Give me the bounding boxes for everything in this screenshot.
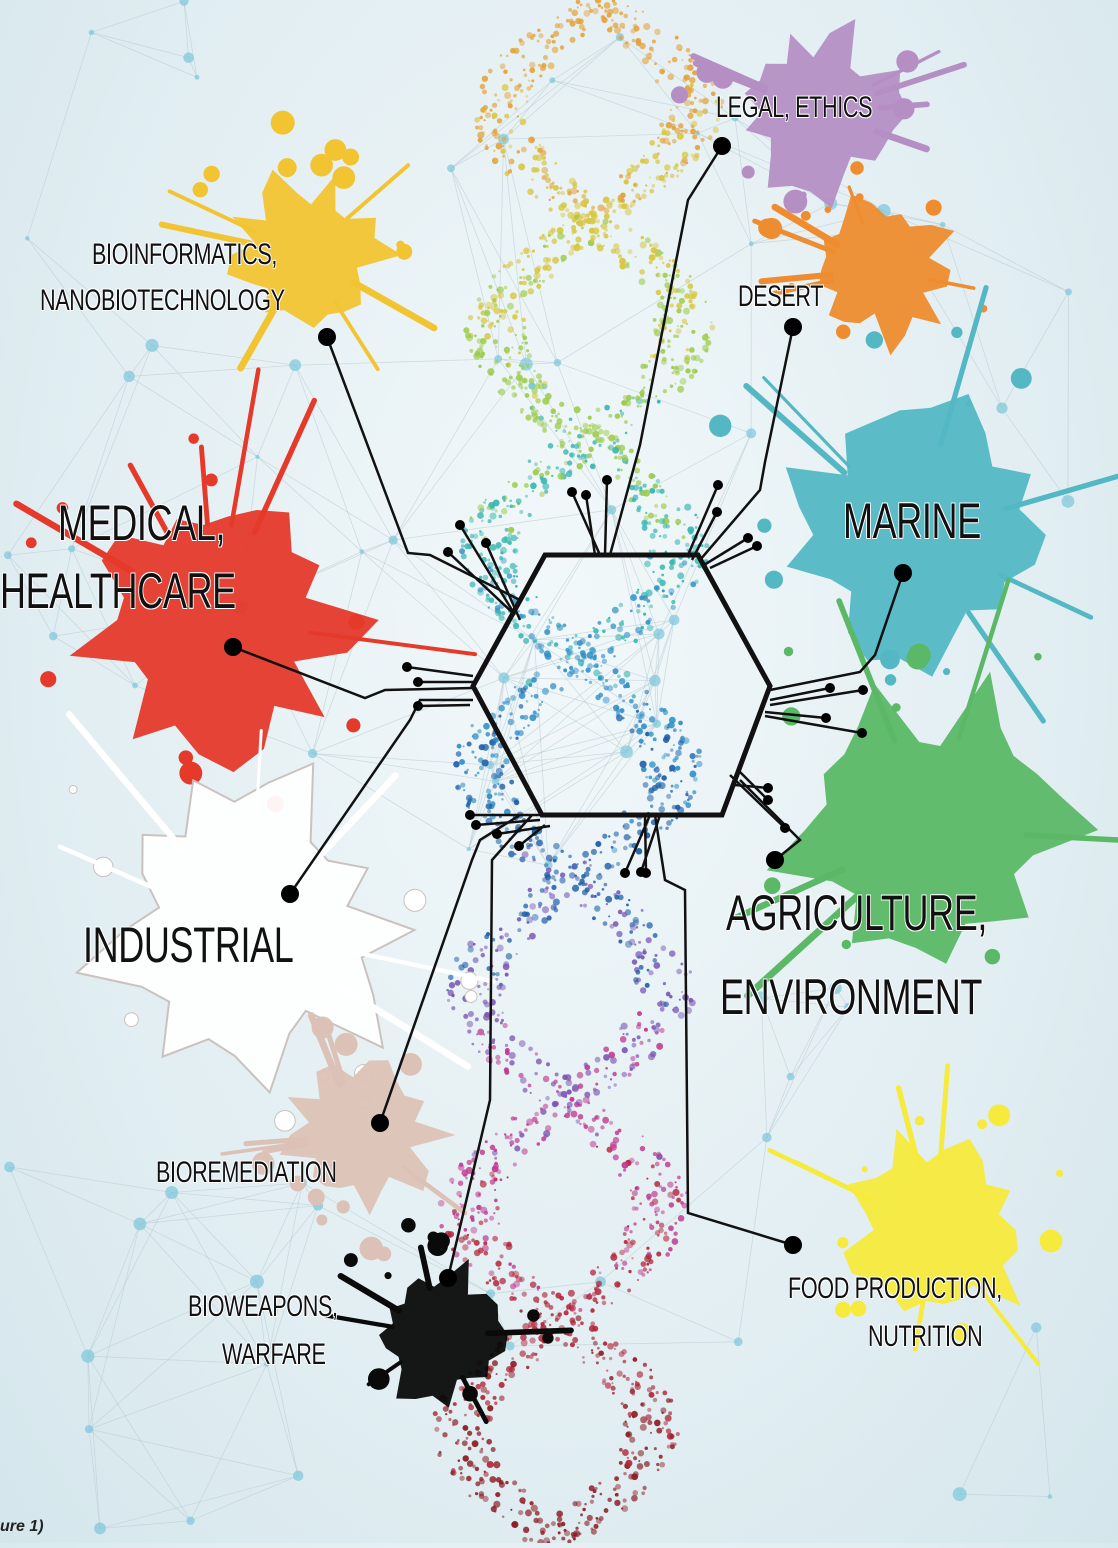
label-desert: DESERT (738, 282, 823, 312)
label-agriculture-line1: AGRICULTURE, (726, 888, 987, 938)
label-bioinformatics-line1: BIOINFORMATICS, (92, 240, 277, 270)
paint-splatters (16, 0, 1118, 1422)
label-bioweapons-line2: WARFARE (222, 1340, 325, 1370)
label-food-line1: FOOD PRODUCTION, (788, 1274, 1002, 1304)
label-bioinformatics-line2: NANOBIOTECHNOLOGY (40, 286, 285, 316)
label-legal-ethics: LEGAL, ETHICS (716, 93, 872, 123)
label-agriculture-line2: ENVIRONMENT (720, 972, 982, 1022)
label-food-line2: NUTRITION (868, 1322, 982, 1352)
label-bioweapons-line1: BIOWEAPONS, (188, 1292, 338, 1322)
label-bioremediation: BIOREMEDIATION (156, 1158, 337, 1188)
label-medical-line2: HEALTHCARE (0, 566, 236, 616)
label-industrial: INDUSTRIAL (83, 920, 293, 970)
figure-caption: ure 1) (0, 1518, 44, 1536)
label-medical-line1: MEDICAL, (58, 498, 225, 548)
label-marine: MARINE (843, 496, 981, 546)
